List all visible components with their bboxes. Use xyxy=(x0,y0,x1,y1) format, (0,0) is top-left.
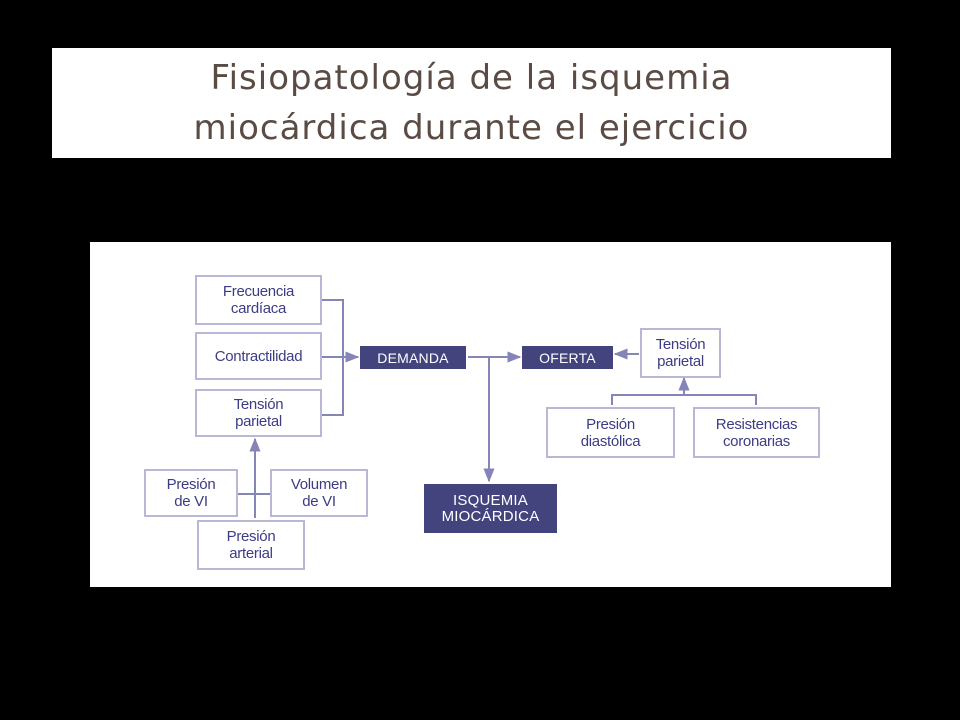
node-oferta: OFERTA xyxy=(522,346,613,369)
node-tension-parietal-left: Tensión parietal xyxy=(195,389,322,437)
node-resistencias-line-2: coronarias xyxy=(722,432,791,450)
slide-title-line-1: Fisiopatología de la isquemia xyxy=(210,58,733,98)
node-demanda: DEMANDA xyxy=(360,346,466,369)
node-isquemia-line-1: ISQUEMIA xyxy=(453,491,528,509)
node-demanda-label: DEMANDA xyxy=(377,349,449,366)
connector-right-bracket xyxy=(611,394,757,405)
node-tension-parietal-left-line-2: parietal xyxy=(235,413,282,430)
node-isquemia-line-2: MIOCÁRDICA xyxy=(441,507,540,525)
node-tension-parietal-right-line-2: parietal xyxy=(657,353,704,370)
node-volumen-vi-line-1: Volumen xyxy=(290,476,348,493)
node-volumen-vi-line-2: de VI xyxy=(302,493,336,510)
node-presion-diastolica-line-2: diastólica xyxy=(580,432,641,450)
node-resistencias-line-1: Resistencias xyxy=(715,415,798,433)
node-frecuencia-cardiaca-line-2: cardíaca xyxy=(230,300,287,317)
node-frecuencia-cardiaca-line-1: Frecuencia xyxy=(222,283,295,300)
node-presion-diastolica-line-1: Presión xyxy=(586,415,635,433)
node-contractilidad: Contractilidad xyxy=(195,332,322,380)
node-presion-diastolica: Presión diastólica xyxy=(546,407,675,458)
slide-title: Fisiopatología de la isquemia miocárdica… xyxy=(194,53,750,153)
diagram-panel: Frecuencia cardíaca Contractilidad Tensi… xyxy=(90,242,891,587)
connector-layer xyxy=(238,299,757,518)
slide-title-line-2: miocárdica durante el ejercicio xyxy=(193,108,750,148)
node-presion-arterial: Presión arterial xyxy=(197,520,305,570)
node-presion-vi-line-1: Presión xyxy=(166,476,216,493)
node-frecuencia-cardiaca: Frecuencia cardíaca xyxy=(195,275,322,325)
slide-title-box: Fisiopatología de la isquemia miocárdica… xyxy=(52,48,891,158)
node-isquemia-miocardica: ISQUEMIA MIOCÁRDICA xyxy=(424,484,557,533)
node-presion-arterial-line-2: arterial xyxy=(229,545,273,562)
node-contractilidad-label: Contractilidad xyxy=(214,347,303,365)
node-presion-vi: Presión de VI xyxy=(144,469,238,517)
node-tension-parietal-right-line-1: Tensión xyxy=(655,336,706,353)
node-volumen-vi: Volumen de VI xyxy=(270,469,368,517)
node-oferta-label: OFERTA xyxy=(539,349,596,366)
node-presion-arterial-line-1: Presión xyxy=(226,528,276,545)
node-tension-parietal-right: Tensión parietal xyxy=(640,328,721,378)
node-tension-parietal-left-line-1: Tensión xyxy=(233,396,284,413)
node-resistencias-coronarias: Resistencias coronarias xyxy=(693,407,820,458)
node-presion-vi-line-2: de VI xyxy=(174,493,208,510)
